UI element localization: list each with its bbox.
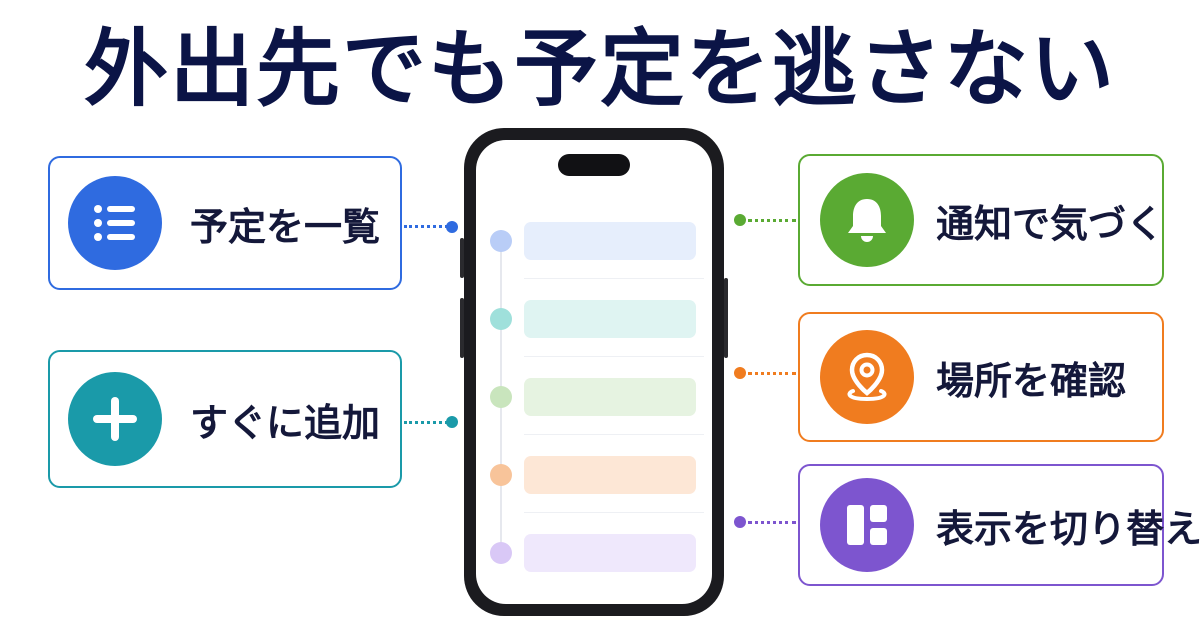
schedule-row-bar	[524, 222, 696, 260]
schedule-row-separator	[524, 512, 704, 513]
connector-dot-list	[446, 221, 458, 233]
schedule-row-separator	[524, 356, 704, 357]
feature-label-list: 予定を一覧	[190, 204, 381, 249]
schedule-row-dot	[490, 464, 512, 486]
feature-label-add: すぐに追加	[190, 400, 381, 445]
connector-add	[404, 421, 448, 424]
connector-view	[748, 521, 796, 524]
connector-list	[404, 225, 448, 228]
phone-mockup	[460, 128, 728, 616]
phone-side-button	[460, 298, 464, 358]
schedule-row-bar	[524, 534, 696, 572]
feature-card-notify: 通知で気づく	[798, 154, 1164, 286]
connector-dot-add	[446, 416, 458, 428]
phone-side-button	[724, 278, 728, 358]
feature-card-view: 表示を切り替える	[798, 464, 1200, 586]
layout-grid-icon	[820, 478, 914, 572]
phone-side-button	[460, 238, 464, 278]
schedule-row-separator	[524, 278, 704, 279]
page-headline: 外出先でも予定を逃さない	[83, 20, 1116, 118]
schedule-row-dot	[490, 308, 512, 330]
schedule-row-dot	[490, 542, 512, 564]
feature-label-notify: 通知で気づく	[936, 201, 1165, 246]
connector-location	[748, 372, 796, 375]
bell-icon	[820, 173, 914, 267]
connector-dot-view	[734, 516, 746, 528]
phone-screen	[476, 140, 712, 604]
phone-notch	[558, 154, 630, 176]
feature-label-view: 表示を切り替える	[936, 506, 1200, 551]
schedule-row-dot	[490, 230, 512, 252]
schedule-row-dot	[490, 386, 512, 408]
feature-card-list: 予定を一覧	[48, 156, 402, 290]
connector-dot-location	[734, 367, 746, 379]
feature-card-add: すぐに追加	[48, 350, 402, 488]
plus-icon	[68, 372, 162, 466]
schedule-row-separator	[524, 434, 704, 435]
location-pin-icon	[820, 330, 914, 424]
schedule-row-bar	[524, 300, 696, 338]
schedule-row-bar	[524, 456, 696, 494]
connector-dot-notify	[734, 214, 746, 226]
list-icon	[68, 176, 162, 270]
feature-card-location: 場所を確認	[798, 312, 1164, 442]
feature-label-location: 場所を確認	[936, 358, 1127, 403]
schedule-row-bar	[524, 378, 696, 416]
connector-notify	[748, 219, 796, 222]
